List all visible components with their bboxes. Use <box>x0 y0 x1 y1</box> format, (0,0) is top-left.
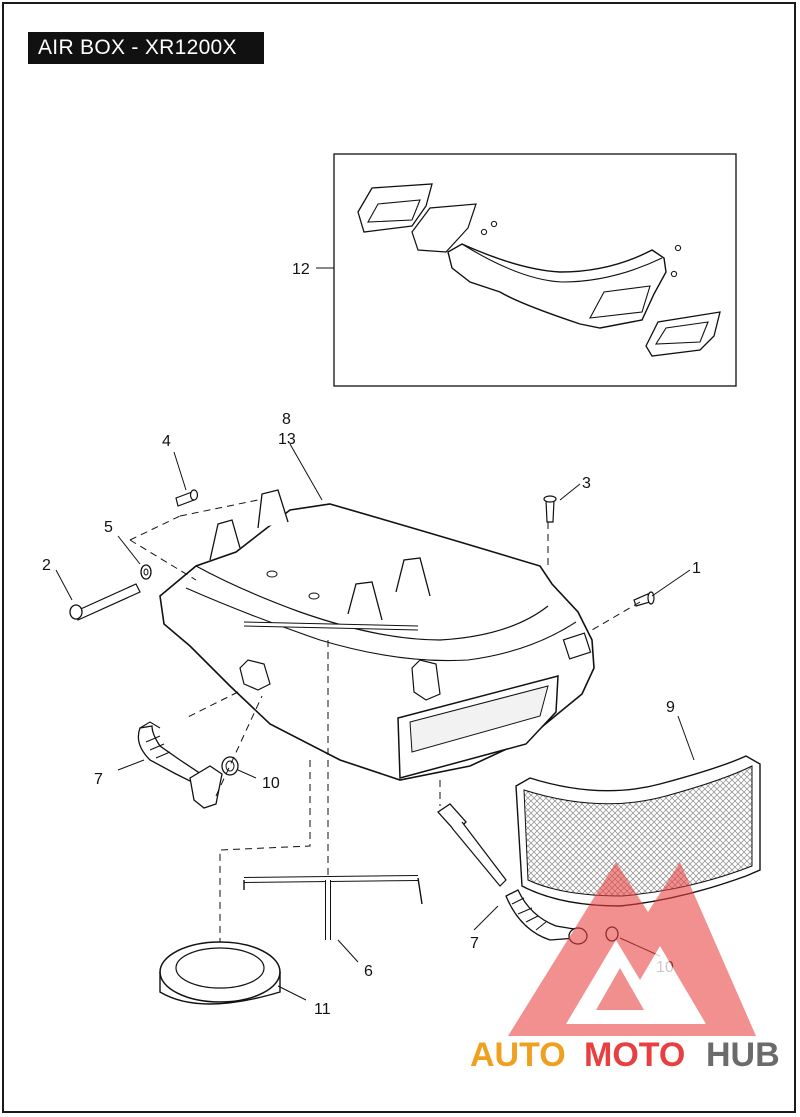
watermark-auto: AUTO <box>470 1036 566 1074</box>
air-box-housing <box>159 489 595 781</box>
breather-hose-left <box>137 721 223 809</box>
watermark-logo <box>508 862 756 1036</box>
trim-kit-inset <box>316 153 737 387</box>
callout-6: 6 <box>364 963 373 980</box>
leader-lines <box>55 443 695 1001</box>
callout-9: 9 <box>666 699 675 716</box>
callout-2: 2 <box>42 557 51 574</box>
page-title: AIR BOX - XR1200X <box>28 32 264 64</box>
callout-11: 11 <box>314 1001 331 1018</box>
callout-1: 1 <box>692 560 701 577</box>
callout-3: 3 <box>582 475 591 492</box>
seal-11 <box>159 941 281 1005</box>
callout-4: 4 <box>162 433 171 450</box>
assembly-lines <box>129 499 641 942</box>
watermark-hub: HUB <box>706 1036 780 1074</box>
screw-3 <box>543 495 557 523</box>
callout-10-left: 10 <box>262 775 280 792</box>
watermark-moto: MOTO <box>584 1036 685 1074</box>
breather-tube-6 <box>243 875 423 940</box>
callout-13: 13 <box>278 431 296 448</box>
callout-7-right: 7 <box>470 935 479 952</box>
callout-7-left: 7 <box>94 771 103 788</box>
bolt-2 <box>69 583 141 621</box>
callout-5: 5 <box>104 519 113 536</box>
callout-8: 8 <box>282 411 291 428</box>
washer-5 <box>140 564 152 580</box>
screw-4 <box>175 489 199 507</box>
hose-clamp-left <box>221 756 239 776</box>
callout-12: 12 <box>292 261 310 278</box>
air-filter-element <box>515 755 761 907</box>
